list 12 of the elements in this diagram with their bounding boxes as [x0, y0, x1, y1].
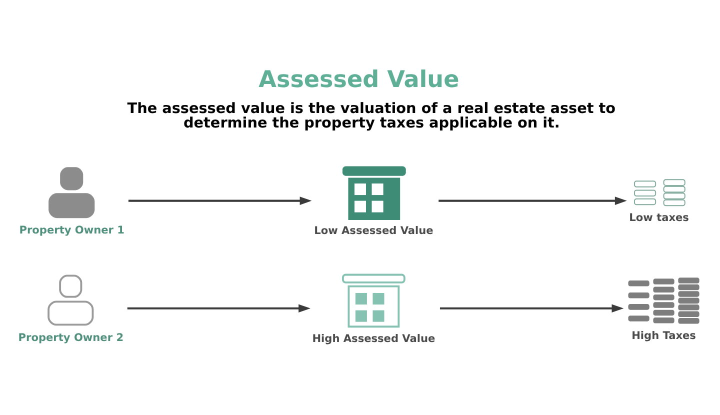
node-label: Property Owner 1	[19, 224, 125, 236]
node-label: Low taxes	[629, 211, 689, 224]
label: The assessed value is the valuation of a real estate asset to determine the property taxes applicable on it.	[127, 100, 616, 131]
node-label: Low Assessed Value	[314, 224, 434, 237]
node-label: High Assessed Value	[312, 332, 436, 344]
node-label: Property Owner 2	[18, 331, 124, 344]
arrow	[440, 304, 624, 312]
arrow	[127, 304, 310, 312]
node-label: High Taxes	[632, 329, 696, 342]
arrow	[128, 196, 312, 204]
diagram-title: Assessed Value	[258, 66, 460, 93]
arrow	[438, 196, 627, 204]
